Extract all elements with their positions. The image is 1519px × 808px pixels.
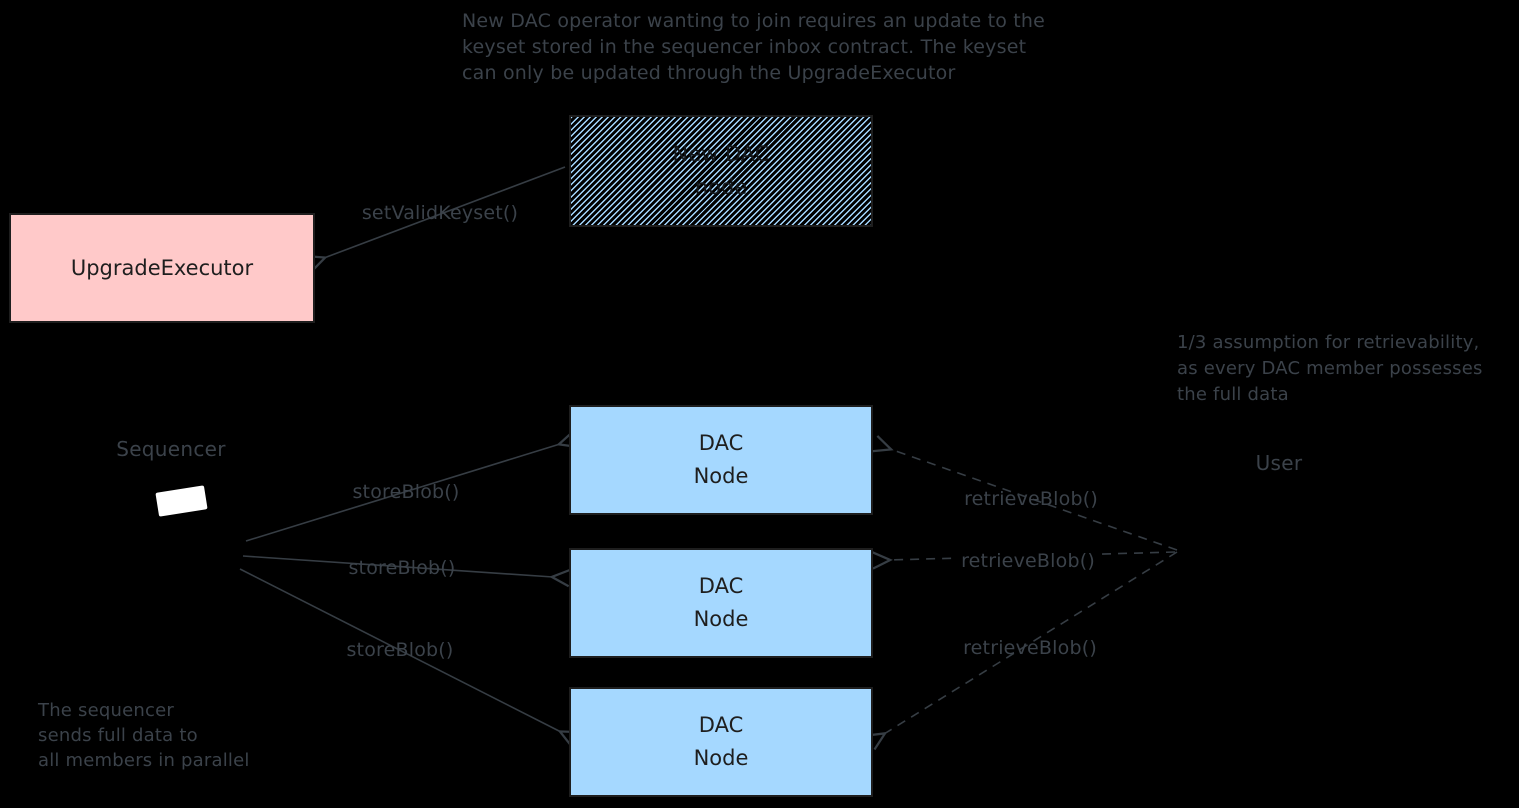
dac-node-box-1: DAC Node bbox=[569, 405, 873, 515]
top-note-line: keyset stored in the sequencer inbox con… bbox=[462, 36, 1027, 58]
arrow-set-valid-keyset bbox=[305, 166, 566, 273]
new-dac-node-label: New DAC bbox=[672, 142, 770, 166]
retrieve-blob-label-1: retrieveBlob() bbox=[964, 488, 1098, 510]
dac-node-label: Node bbox=[693, 464, 749, 488]
dac-node-label: DAC bbox=[698, 713, 744, 737]
sequencer-label: Sequencer bbox=[116, 437, 226, 461]
top-note: New DAC operator wanting to join require… bbox=[462, 8, 1045, 86]
new-dac-node-box: New DAC node bbox=[569, 115, 873, 227]
dac-node-label: Node bbox=[693, 746, 749, 770]
parallel-note-line: all members in parallel bbox=[38, 750, 250, 771]
store-blob-label-2: storeBlob() bbox=[348, 557, 456, 579]
store-blob-label-1: storeBlob() bbox=[352, 481, 460, 503]
user-label: User bbox=[1255, 451, 1303, 475]
arrow-store-blob-2 bbox=[242, 555, 571, 588]
retrievability-note-line: the full data bbox=[1177, 384, 1289, 405]
retrievability-note-line: as every DAC member possesses bbox=[1177, 358, 1483, 379]
arrow-retrieve-blob-1 bbox=[871, 435, 1178, 551]
dac-node-label: DAC bbox=[698, 431, 744, 455]
arrow-store-blob-3 bbox=[239, 568, 580, 748]
top-note-line: can only be updated through the UpgradeE… bbox=[462, 62, 956, 84]
upgrade-executor-box: UpgradeExecutor bbox=[9, 213, 315, 323]
parallel-note: The sequencer sends full data to all mem… bbox=[38, 698, 250, 773]
dac-node-box-3: DAC Node bbox=[569, 687, 873, 797]
retrievability-note: 1/3 assumption for retrievability, as ev… bbox=[1177, 330, 1483, 408]
dac-node-label: Node bbox=[693, 607, 749, 631]
dac-node-label: DAC bbox=[698, 574, 744, 598]
retrieve-blob-label-3: retrieveBlob() bbox=[963, 637, 1097, 659]
arrow-store-blob-1 bbox=[245, 430, 579, 542]
parallel-note-line: The sequencer bbox=[38, 700, 174, 721]
dac-node-box-2: DAC Node bbox=[569, 548, 873, 658]
upgrade-executor-label: UpgradeExecutor bbox=[70, 255, 254, 280]
retrievability-note-line: 1/3 assumption for retrievability, bbox=[1177, 332, 1480, 353]
parallel-note-line: sends full data to bbox=[38, 725, 198, 746]
retrieve-blob-label-2: retrieveBlob() bbox=[956, 549, 1100, 573]
new-dac-node-label: node bbox=[694, 175, 748, 199]
top-note-line: New DAC operator wanting to join require… bbox=[462, 10, 1046, 32]
store-blob-label-3: storeBlob() bbox=[346, 639, 454, 661]
set-valid-keyset-label: setValidKeyset() bbox=[361, 202, 519, 224]
